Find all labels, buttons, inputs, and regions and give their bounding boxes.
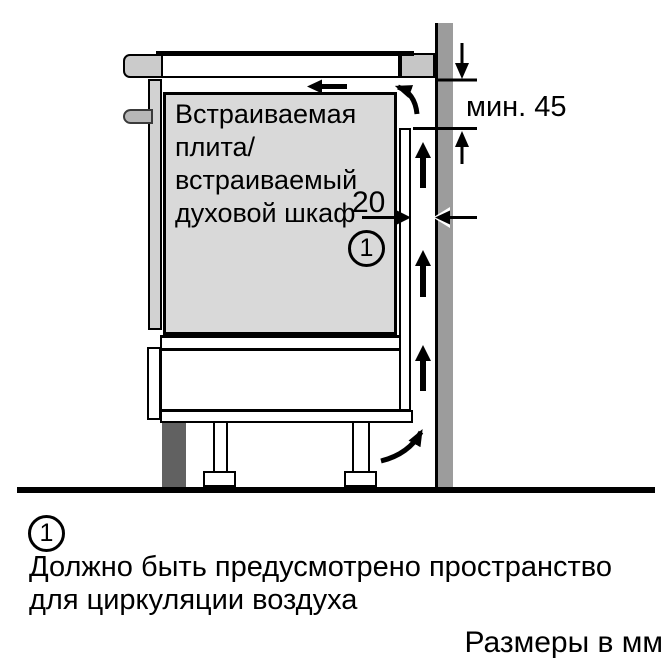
cabinet-leg-front-foot [203,471,236,487]
callout-marker-note-number: 1 [39,519,54,547]
rear-vent-panel [399,128,411,411]
airflow-curved-arrow-bottom [380,429,424,464]
hob-surface-line [156,51,414,56]
dimension-down-arrow [455,63,469,79]
oven-base-shelf [160,335,401,350]
cabinet-leg-front [213,423,228,475]
oven-label-line-3: встраиваемый [175,165,358,195]
worktop-right-edge [400,53,435,78]
worktop-left-edge [123,54,163,78]
note-line-2: для циркуляции воздуха [29,584,358,616]
airflow-up-arrow-1 [415,142,431,188]
callout-marker-diagram-number: 1 [359,234,374,262]
gap-dimension-value: 20 [352,186,386,219]
lower-front-panel [147,347,161,420]
oven-door-handle [123,109,153,124]
cabinet-leg-rear-foot [344,471,377,487]
callout-marker-diagram: 1 [348,230,385,267]
oven-door-panel [148,79,162,330]
airflow-up-arrow-3 [415,345,431,391]
oven-cavity [163,92,397,335]
hob-worktop-band [161,53,400,78]
oven-label-line-4: духовой шкаф [175,198,356,228]
callout-marker-note: 1 [28,515,65,552]
oven-label-line-2: плита/ [175,132,256,162]
cabinet-leg-rear [352,423,370,475]
plinth-block [162,423,186,487]
note-line-1: Должно быть предусмотрено пространство [29,551,612,583]
cabinet-lower-compartment [160,349,401,411]
oven-label-line-1: Встраиваемая [175,99,357,129]
air-circulation-note: Должно быть предусмотрено пространство д… [29,551,649,617]
dimension-up-arrow [455,131,469,147]
floor-line [17,487,655,493]
min-clearance-dimension-value: мин. 45 [466,91,567,123]
cabinet-bottom-panel [160,410,413,423]
wall [435,23,453,487]
airflow-up-arrow-2 [415,250,431,297]
airflow-curved-arrow-top [394,84,420,115]
units-label: Размеры в мм [464,626,663,659]
oven-label: Встраиваемая плита/ встраиваемый духовой… [175,98,395,230]
